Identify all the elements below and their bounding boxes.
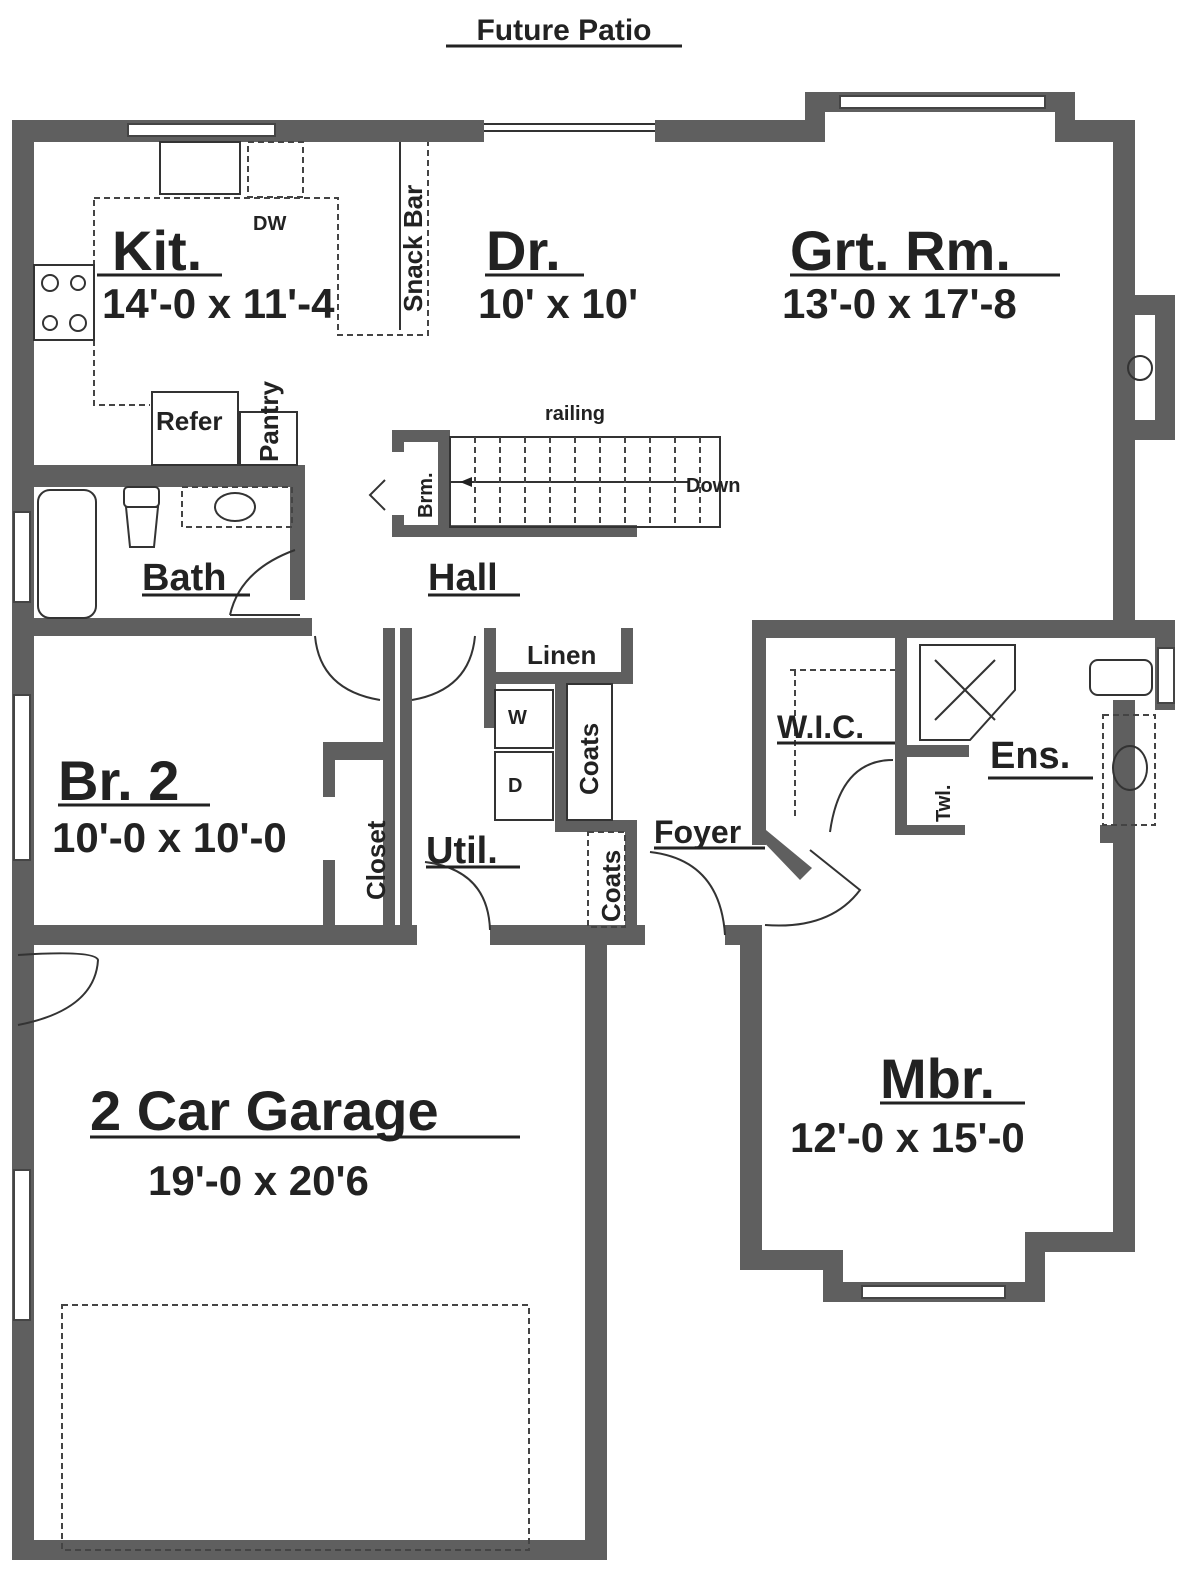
room-kitchen-size: 14'-0 x 11'-4 xyxy=(102,280,335,327)
refer-label: Refer xyxy=(156,406,222,436)
dryer-icon xyxy=(494,751,554,821)
room-hall-name: Hall xyxy=(428,557,498,599)
ens-vanity-icon xyxy=(1102,714,1156,826)
garage-door-outline xyxy=(61,1304,530,1551)
room-bedroom2-size: 10'-0 x 10'-0 xyxy=(52,814,287,861)
coats-label-1: Coats xyxy=(574,723,604,795)
fixtures xyxy=(17,141,1156,1551)
coats-label-2: Coats xyxy=(596,850,626,922)
pantry-icon xyxy=(239,411,298,466)
walls xyxy=(12,92,1175,1560)
room-bath-name: Bath xyxy=(142,557,226,599)
broom-closet-label: Brm. xyxy=(415,472,437,518)
fireplace-icon xyxy=(1127,355,1153,381)
bathtub-icon xyxy=(37,489,97,619)
refrigerator-icon xyxy=(151,391,239,466)
ens-toilet-icon xyxy=(1089,659,1153,696)
labels: Kit. 14'-0 x 11'-4 DW Snack Bar Dr. 10' … xyxy=(52,185,1093,1204)
room-ensuite-name: Ens. xyxy=(990,735,1070,777)
snack-bar-label: Snack Bar xyxy=(398,185,428,312)
windows xyxy=(13,95,1175,1321)
shower-icon xyxy=(919,644,1016,741)
room-garage-size: 19'-0 x 20'6 xyxy=(148,1157,369,1204)
washer-label: W xyxy=(508,707,527,729)
room-foyer-name: Foyer xyxy=(654,814,741,850)
toilet-icon xyxy=(123,486,160,508)
room-garage-name: 2 Car Garage xyxy=(90,1079,439,1142)
closet-label: Closet xyxy=(361,820,391,900)
room-dining-size: 10' x 10' xyxy=(478,280,638,327)
room-dining-name: Dr. xyxy=(486,219,561,282)
room-bedroom2-name: Br. 2 xyxy=(58,749,179,812)
room-great-room-name: Grt. Rm. xyxy=(790,219,1011,282)
stove-icon xyxy=(33,264,95,341)
bath-vanity-icon xyxy=(181,486,293,528)
linen-label: Linen xyxy=(527,640,596,670)
stair-down-label: Down xyxy=(686,475,740,497)
room-great-room-size: 13'-0 x 17'-8 xyxy=(782,280,1017,327)
towel-closet-label: Twl. xyxy=(933,785,955,822)
room-wic-name: W.I.C. xyxy=(777,709,864,745)
room-master-size: 12'-0 x 15'-0 xyxy=(790,1114,1025,1161)
washer-icon xyxy=(494,689,554,749)
room-utility-name: Util. xyxy=(426,830,498,872)
pantry-label: Pantry xyxy=(254,381,284,462)
room-kitchen-name: Kit. xyxy=(112,219,202,282)
kitchen-sink-icon xyxy=(159,141,241,195)
title-future-patio: Future Patio xyxy=(476,14,651,47)
room-master-name: Mbr. xyxy=(880,1047,995,1110)
railing-label: railing xyxy=(545,403,605,425)
dishwasher-icon xyxy=(247,141,304,198)
dishwasher-label: DW xyxy=(253,213,286,235)
dryer-label: D xyxy=(508,775,522,797)
